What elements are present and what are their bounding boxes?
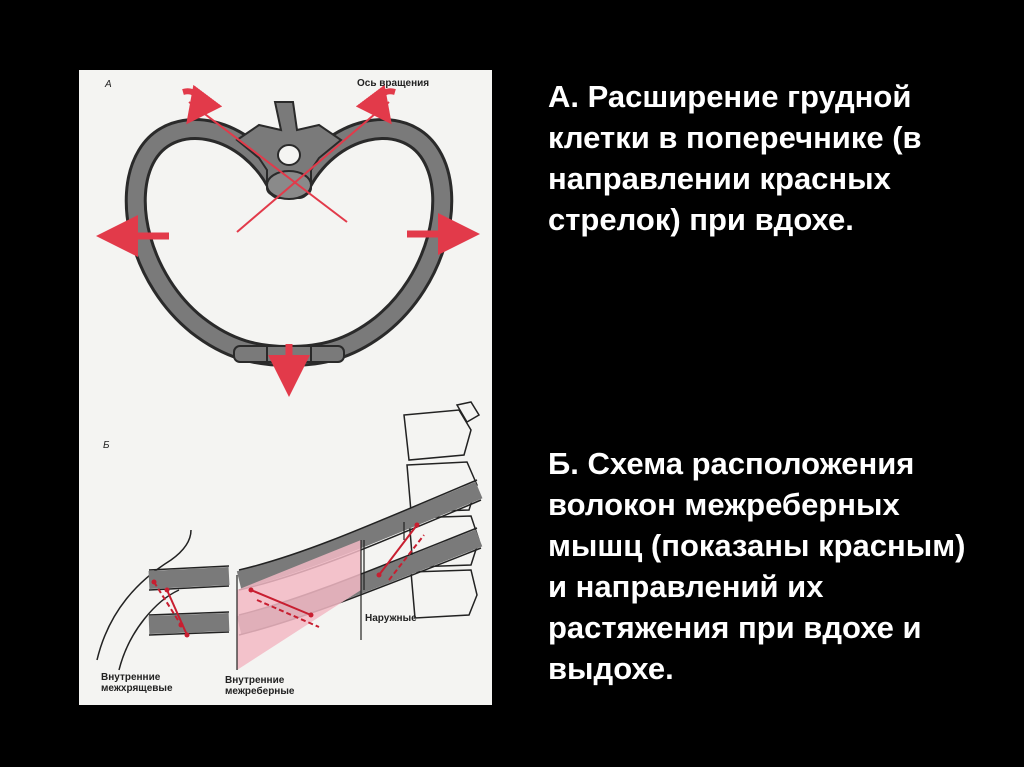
intercostal-scheme: [97, 402, 481, 679]
label-intercartilage-1: Внутренние: [101, 672, 160, 683]
rotation-arrow-left: [183, 91, 199, 110]
caption-b-line: и направлений их: [548, 566, 1018, 607]
caption-b-line: мышц (показаны красным): [548, 525, 1018, 566]
rotation-arrow-right: [379, 91, 395, 110]
caption-b-line: растяжения при вдохе и: [548, 607, 1018, 648]
label-intercartilage-2: межхрящевые: [101, 683, 173, 694]
caption-a-line: клетки в поперечнике (в: [548, 117, 1018, 158]
caption-a-line: А. Расширение грудной: [548, 76, 1018, 117]
caption-a-line: стрелок) при вдохе.: [548, 199, 1018, 240]
anatomy-figure: А Ось вращения Б Наружные Внутренние меж…: [79, 70, 492, 705]
caption-b-line: волокон межреберных: [548, 484, 1018, 525]
label-intercostal-1: Внутренние: [225, 675, 284, 686]
caption-b-line: выдохе.: [548, 648, 1018, 689]
caption-b: Б. Схема расположения волокон межреберны…: [548, 443, 1018, 689]
cartilage-outline: [97, 530, 191, 660]
figure-drawing: [79, 70, 492, 705]
panel-a-letter: А: [105, 79, 112, 90]
caption-b-line: Б. Схема расположения: [548, 443, 1018, 484]
caption-a: А. Расширение грудной клетки в поперечни…: [548, 76, 1018, 240]
label-outer: Наружные: [365, 613, 417, 624]
caption-a-line: направлении красных: [548, 158, 1018, 199]
panel-b-letter: Б: [103, 440, 110, 451]
rib-cage-cross-section: [117, 91, 459, 376]
label-intercostal-2: межреберные: [225, 686, 294, 697]
rotation-axis-label: Ось вращения: [357, 78, 429, 89]
